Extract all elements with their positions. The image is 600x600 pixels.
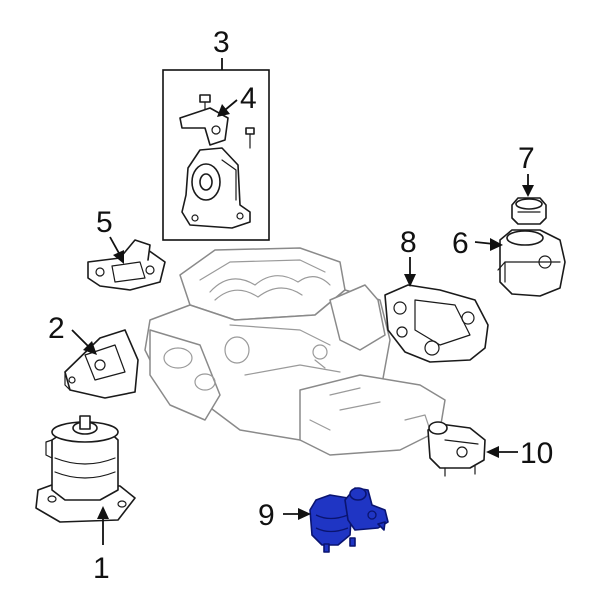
callout-10: 10	[520, 437, 553, 470]
leader-8	[404, 257, 416, 287]
part-2-bracket	[64, 329, 139, 399]
part-1-hydraulic-mount	[35, 415, 136, 523]
leader-5	[109, 236, 124, 264]
callout-7: 7	[518, 142, 535, 175]
callout-6: 6	[452, 227, 469, 260]
leader-7	[522, 174, 534, 197]
leader-9	[283, 508, 311, 520]
part-7-cap	[511, 197, 547, 225]
callout-5: 5	[96, 206, 113, 239]
part-3-mount-assembly	[179, 94, 255, 229]
engine-block	[144, 247, 446, 456]
leader-10	[486, 446, 518, 458]
callout-4: 4	[240, 82, 257, 115]
part-10-mount	[427, 421, 486, 477]
part-5-bracket	[87, 239, 166, 291]
part-8-bracket	[384, 284, 489, 363]
leader-2	[71, 329, 97, 355]
callout-9: 9	[258, 499, 275, 532]
callout-8: 8	[400, 226, 417, 259]
part-9-mount-highlighted	[309, 487, 389, 553]
callout-2: 2	[48, 312, 65, 345]
part-6-mount	[497, 229, 566, 297]
leader-4	[217, 99, 238, 117]
leader-6	[474, 238, 503, 251]
part-3-group-box	[162, 69, 270, 241]
leader-1	[97, 506, 109, 545]
callout-3: 3	[213, 26, 230, 59]
callout-1: 1	[93, 552, 110, 585]
